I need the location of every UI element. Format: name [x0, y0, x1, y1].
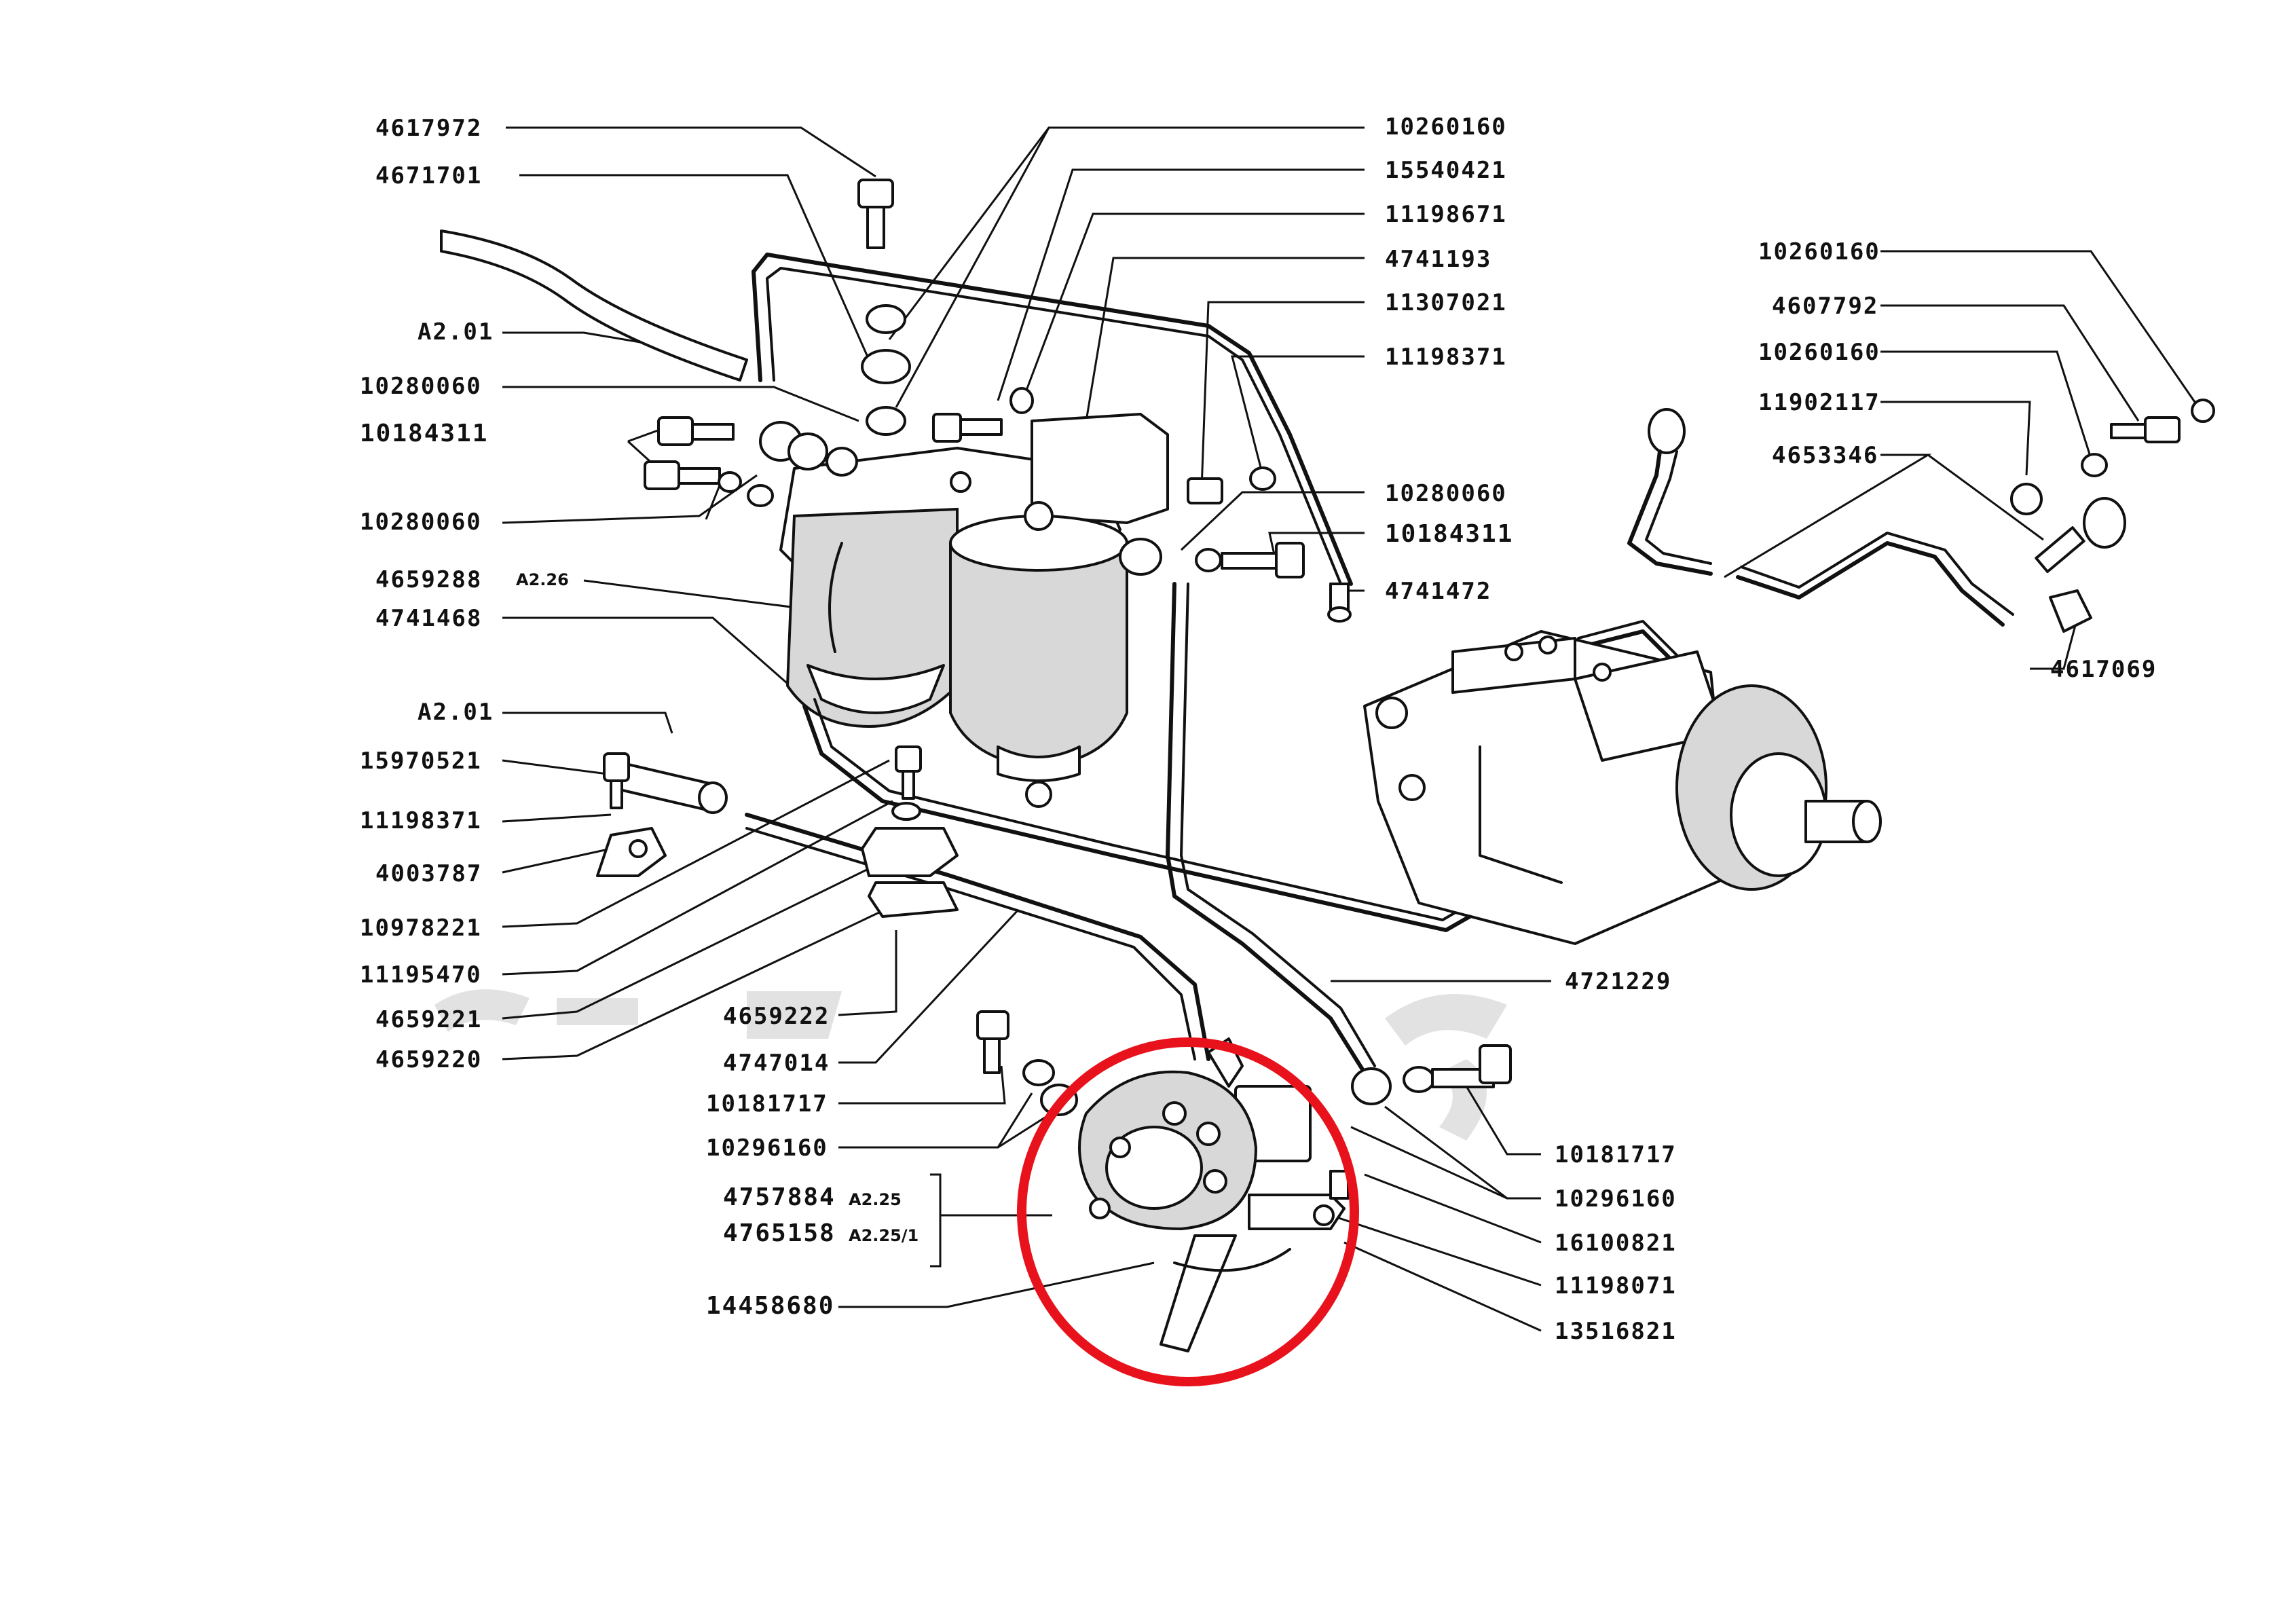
part-number-label: 11195470: [360, 961, 482, 989]
pipe-clamp-assembly: [861, 745, 959, 918]
part-number-label: 10184311: [1385, 520, 1513, 548]
part-number-label: 11198071: [1555, 1272, 1677, 1299]
part-number-label: 4653346: [1772, 442, 1878, 469]
sealing-washer: [826, 447, 858, 477]
leak-off-pipe: [1627, 408, 2126, 627]
part-number-label: 4747014: [723, 1050, 830, 1077]
part-number-label: 4659222: [723, 1003, 830, 1030]
part-number-label: 10181717: [706, 1090, 828, 1118]
part-number-label: 10296160: [706, 1134, 828, 1162]
part-sublabel: A2.26: [516, 570, 569, 589]
part-number-label: 10280060: [360, 373, 482, 400]
part-number-label: 4617972: [375, 115, 482, 142]
sealing-washer: [866, 406, 906, 436]
part-number-label: 14458680: [706, 1292, 834, 1320]
part-number-label: 4671701: [375, 162, 482, 189]
part-number-label: 4721229: [1565, 968, 1671, 995]
part-number-label: 4757884: [723, 1183, 836, 1211]
fuel-lift-pump: [1078, 1037, 1350, 1352]
part-number-label: 10181717: [1555, 1141, 1677, 1168]
right-fittings: [2010, 399, 2215, 633]
fuel-line-pump: [802, 629, 1679, 932]
screw: [932, 387, 1034, 443]
part-sublabel: A2.25: [849, 1190, 902, 1209]
fuel-line-return: [1166, 582, 1367, 1075]
part-number-label: 4003787: [375, 860, 482, 887]
part-sublabel: A2.25/1: [849, 1226, 919, 1245]
part-number-label: 15540421: [1385, 157, 1507, 184]
banjo-union: [1119, 466, 1305, 578]
part-number-label: 11307021: [1385, 289, 1507, 316]
banjo-fitting: [861, 349, 911, 384]
highlight-circle: [1017, 1037, 1359, 1386]
part-number-label: 10260160: [1758, 339, 1880, 366]
part-number-label: 4659220: [375, 1046, 482, 1073]
part-number-label: 4607792: [1772, 293, 1878, 320]
injection-pump: [1363, 630, 1882, 945]
watermark: [434, 989, 1507, 1141]
part-number-label: 4765158: [723, 1219, 836, 1247]
part-number-label: 4617069: [2050, 656, 2157, 683]
banjo-bolt-right: [1351, 1044, 1512, 1105]
part-number-label: 15970521: [360, 748, 482, 775]
part-number-label: 10296160: [1555, 1185, 1677, 1213]
part-number-label: 11198371: [360, 807, 482, 834]
part-number-label: 4741193: [1385, 246, 1491, 273]
banjo-bolt: [857, 179, 894, 249]
part-number-label: 10280060: [360, 509, 482, 536]
part-number-label: 10184311: [360, 420, 488, 447]
fuel-filter-assembly: [779, 413, 1169, 808]
part-number-label: 10978221: [360, 915, 482, 942]
sealing-washer: [866, 304, 906, 334]
bolt-pair: [644, 416, 774, 507]
part-number-label: 4741472: [1385, 578, 1491, 605]
part-number-label: 16100821: [1555, 1230, 1677, 1257]
part-number-label: A2.01: [418, 699, 494, 726]
fuel-hose-top: [440, 229, 748, 382]
part-number-label: A2.01: [418, 318, 494, 346]
part-number-label: 4741468: [375, 605, 482, 632]
part-number-label: 4659221: [375, 1006, 482, 1033]
banjo-fitting: [787, 432, 828, 470]
part-number-label: 10280060: [1385, 480, 1507, 507]
union-fitting: [1327, 583, 1352, 623]
sealing-washer: [1022, 1059, 1055, 1086]
pipe-clip: [596, 827, 667, 877]
part-number-label: 11902117: [1758, 389, 1880, 416]
part-number-label: 10260160: [1385, 113, 1507, 141]
part-number-label: 11198671: [1385, 201, 1507, 228]
part-number-label: 13516821: [1555, 1318, 1677, 1345]
part-number-label: 4659288: [375, 566, 482, 593]
fuel-line-top: [752, 253, 1353, 586]
part-number-label: 10260160: [1758, 238, 1880, 265]
part-labels: 4617972 4671701 A2.01 10280060 10184311 …: [360, 113, 2157, 1345]
banjo-bolt-lower: [976, 1010, 1009, 1074]
part-number-label: 11198371: [1385, 344, 1507, 371]
leader-lines: [502, 126, 2197, 1332]
clamp-screw: [603, 752, 630, 782]
